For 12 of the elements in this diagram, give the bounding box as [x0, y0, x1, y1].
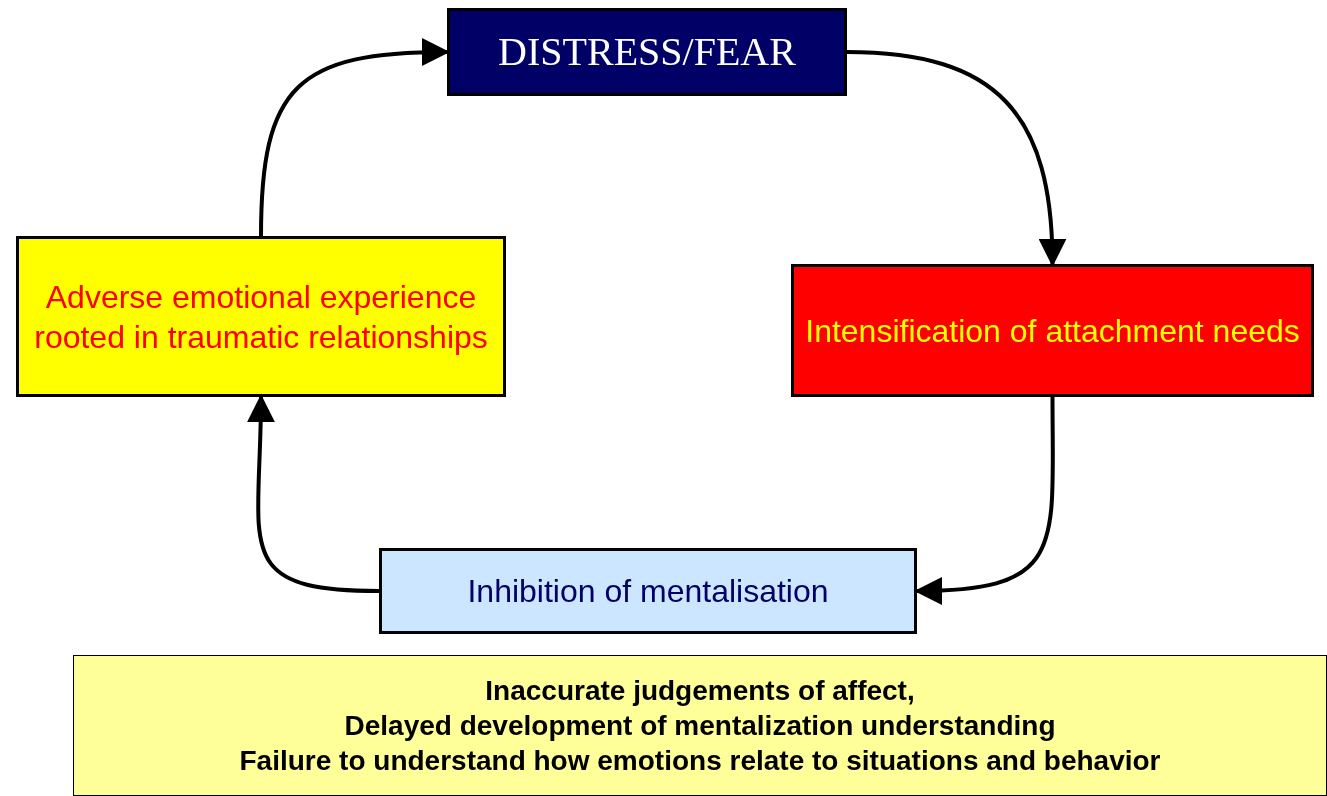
node-text: Failure to understand how emotions relate to situations and behavior	[239, 744, 1161, 778]
title-box	[447, 8, 847, 96]
node-text: Delayed development of mentalization understanding	[344, 709, 1056, 743]
process-box	[379, 548, 917, 634]
node-text: Adverse emotional experience rooted in traumatic relationships	[33, 277, 489, 357]
node-text: Inaccurate judgements of affect,	[485, 674, 915, 708]
node-text: DISTRESS/FEAR	[498, 28, 796, 76]
node-text: Inhibition of mentalisation	[467, 572, 829, 611]
process-box	[791, 264, 1314, 397]
node-text: Intensification of attachment needs	[805, 311, 1300, 351]
process-box	[16, 236, 506, 397]
note-box	[73, 655, 1327, 796]
